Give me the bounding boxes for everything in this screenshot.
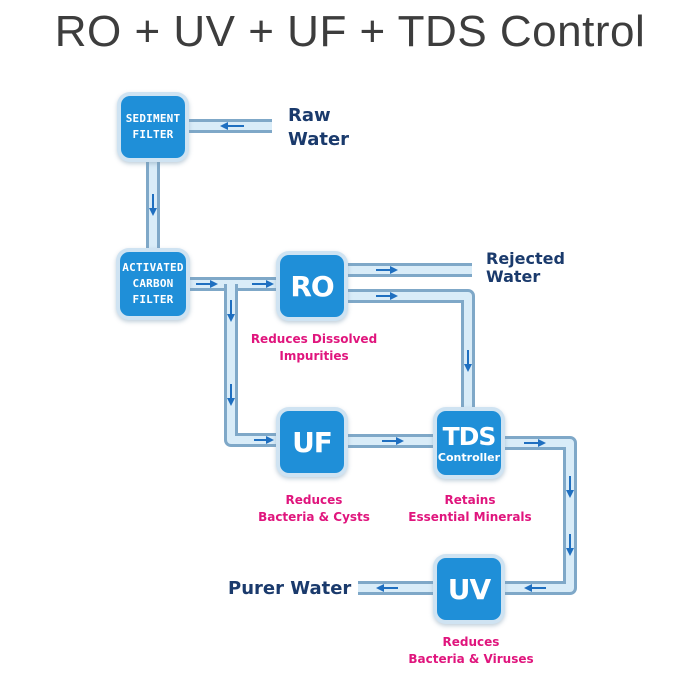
ro-note: Reduces Dissolved Impurities [244, 331, 384, 365]
tds-sublabel: Controller [437, 450, 501, 464]
rejected-water-line2: Water [486, 267, 541, 286]
raw-water-line1: Raw [288, 105, 331, 126]
purer-water-label: Purer Water [228, 578, 352, 599]
sediment-label-line1: SEDIMENT [125, 112, 181, 125]
uv-note: Reduces Bacteria & Viruses [396, 634, 546, 668]
raw-water-line2: Water [288, 129, 350, 150]
rejected-water-label: Rejected Water [486, 250, 565, 286]
uv-stage: UV [437, 558, 501, 620]
tds-controller-stage: TDS Controller [437, 411, 501, 475]
carbon-filter-stage: ACTIVATED CARBON FILTER [120, 252, 186, 316]
uf-note: Reduces Bacteria & Cysts [244, 492, 384, 526]
raw-water-label: Raw Water [288, 105, 349, 151]
tds-note-line2: Essential Minerals [408, 510, 532, 524]
carbon-label-line2: CARBON [132, 277, 174, 290]
rejected-water-line1: Rejected [486, 249, 565, 268]
ro-stage: RO [280, 255, 344, 317]
tds-label: TDS [442, 421, 497, 451]
ro-note-line1: Reduces Dissolved [250, 332, 378, 346]
uv-note-line1: Reduces [442, 635, 500, 649]
flow-arrows [149, 122, 574, 592]
uv-note-line2: Bacteria & Viruses [408, 652, 534, 666]
carbon-label-line1: ACTIVATED [122, 261, 184, 274]
carbon-label-line3: FILTER [132, 293, 174, 306]
ro-note-line2: Impurities [279, 349, 349, 363]
tds-note-line1: Retains [444, 493, 496, 507]
tds-note: Retains Essential Minerals [400, 492, 540, 526]
uf-label: UF [292, 425, 333, 459]
sediment-filter-stage: SEDIMENT FILTER [121, 96, 185, 158]
page-title: RO + UV + UF + TDS Control [54, 7, 646, 56]
uf-note-line1: Reduces [285, 493, 343, 507]
uf-note-line2: Bacteria & Cysts [258, 510, 370, 524]
ro-label: RO [290, 269, 334, 303]
sediment-label-line2: FILTER [132, 128, 174, 141]
uv-label: UV [447, 572, 491, 606]
uf-stage: UF [280, 411, 344, 473]
